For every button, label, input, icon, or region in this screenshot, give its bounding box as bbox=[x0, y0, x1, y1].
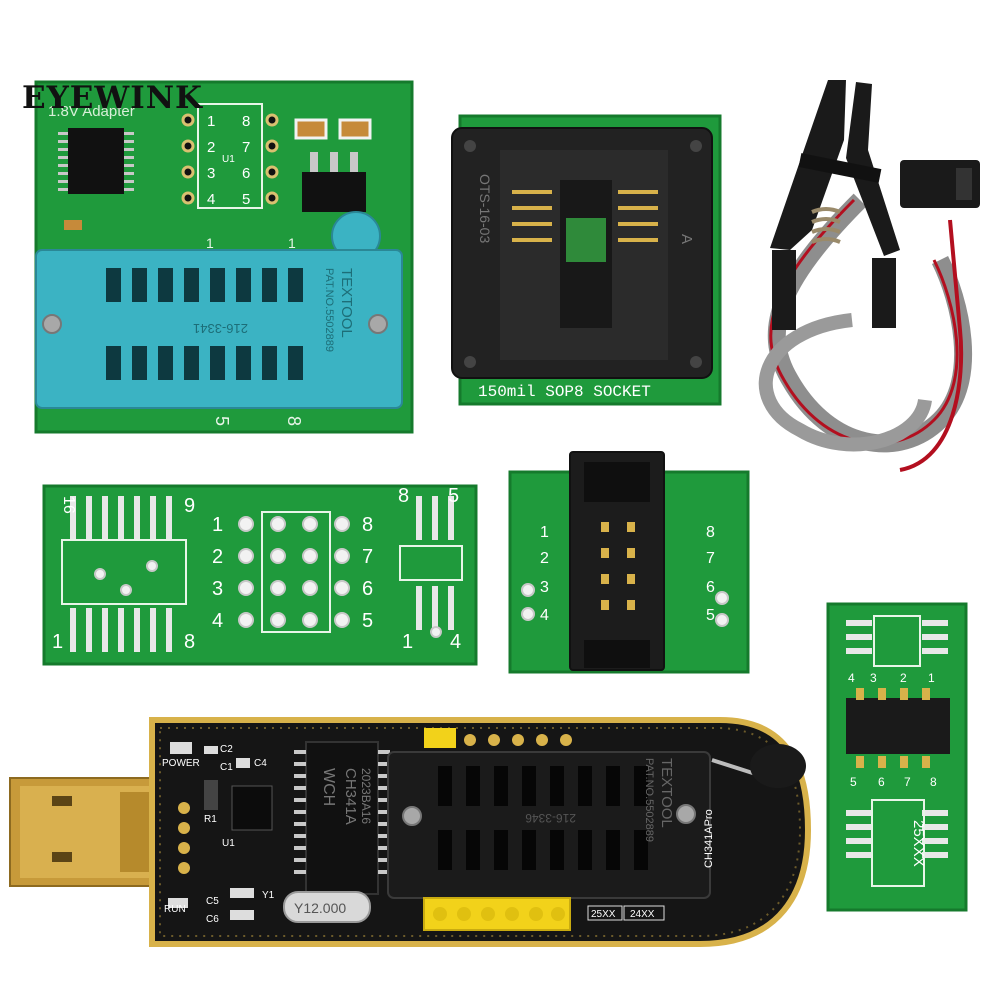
pin-label: 5 bbox=[850, 775, 857, 789]
pin-label: 2 bbox=[212, 546, 223, 568]
adapter-chip-mark: U1 bbox=[222, 154, 235, 165]
mode-24xx-label: 24XX bbox=[630, 909, 655, 920]
universal-adapter-board: 1 2 3 4 8 7 6 5 9 8 8 5 1 4 16 1 bbox=[42, 484, 478, 666]
sop8-side-mark: A bbox=[678, 234, 695, 244]
crystal bbox=[283, 891, 371, 923]
adapter-pin-label: 8 bbox=[242, 113, 250, 130]
svg-text:TEXTOOL: TEXTOOL bbox=[658, 758, 675, 828]
crystal-label: Y12.000 bbox=[294, 900, 346, 916]
svg-text:C2: C2 bbox=[220, 744, 233, 755]
power-led-label: POWER bbox=[162, 758, 200, 769]
adapter-pin-label: 2 bbox=[207, 139, 215, 156]
svg-text:216-3346: 216-3346 bbox=[525, 811, 576, 825]
run-led-label: RUN bbox=[164, 904, 186, 915]
zif-lever-knob[interactable] bbox=[750, 744, 806, 788]
svg-text:8: 8 bbox=[184, 631, 195, 653]
soic-test-clip bbox=[758, 80, 980, 472]
chip-logo: WCH bbox=[320, 768, 337, 806]
zif-screw-icon bbox=[676, 804, 696, 824]
pin-label: 6 bbox=[706, 579, 715, 596]
adapter-pin-label: 1 bbox=[207, 113, 215, 130]
sop8-socket-label: 150mil SOP8 SOCKET bbox=[478, 383, 651, 401]
adapter-soic-chip bbox=[68, 128, 124, 194]
zif-screw-icon bbox=[42, 314, 62, 334]
pin-label: 4 bbox=[848, 671, 855, 685]
pin-label: 3 bbox=[870, 671, 877, 685]
adapter-pin-label: 7 bbox=[242, 139, 250, 156]
svg-text:5: 5 bbox=[448, 485, 459, 507]
sop8-window bbox=[566, 218, 606, 262]
adapter-pin-label: 5 bbox=[242, 191, 250, 208]
svg-text:8: 8 bbox=[284, 416, 304, 426]
pin-label: 8 bbox=[706, 524, 715, 541]
pin-label: 7 bbox=[904, 775, 911, 789]
pin-label: 7 bbox=[706, 550, 715, 567]
pin-label: 3 bbox=[212, 578, 223, 600]
pin-label: 3 bbox=[540, 579, 549, 596]
pin-label: 4 bbox=[212, 610, 223, 632]
zif-patent: PAT.NO.5502889 bbox=[323, 268, 335, 352]
pin-label: 8 bbox=[362, 514, 373, 536]
zif-screw-icon bbox=[402, 806, 422, 826]
pin-label: 1 bbox=[928, 671, 935, 685]
svg-text:Y1: Y1 bbox=[262, 890, 275, 901]
zif-model: 216-3341 bbox=[193, 321, 248, 336]
svg-text:C1: C1 bbox=[220, 762, 233, 773]
svg-text:16: 16 bbox=[60, 496, 77, 514]
pin-label: 4 bbox=[540, 607, 549, 624]
25xxx-label: 25XXX bbox=[910, 820, 927, 867]
brand-watermark: EYEWINK bbox=[22, 80, 203, 116]
svg-text:1: 1 bbox=[206, 235, 214, 251]
zif-brand: TEXTOOL bbox=[338, 268, 355, 338]
header-adapter-board: 1 2 3 4 8 7 6 5 bbox=[508, 451, 750, 674]
svg-text:U1: U1 bbox=[222, 838, 235, 849]
model-label: CH341APro bbox=[703, 809, 715, 868]
sop8-side-code: OTS-16-03 bbox=[477, 174, 493, 243]
pin-label: 2 bbox=[900, 671, 907, 685]
adapter-pin-label: 4 bbox=[207, 191, 215, 208]
svg-text:1: 1 bbox=[288, 235, 296, 251]
pin-label: 6 bbox=[362, 578, 373, 600]
chip-code: 2023BA16 bbox=[359, 768, 373, 824]
yellow-pin-header bbox=[423, 897, 571, 931]
mode-25xx-label: 25XX bbox=[591, 909, 616, 920]
svg-text:4: 4 bbox=[450, 631, 461, 653]
svg-text:8: 8 bbox=[398, 485, 409, 507]
svg-text:R1: R1 bbox=[204, 814, 217, 825]
chip-name: CH341A bbox=[342, 768, 359, 825]
pin-label: 2 bbox=[540, 550, 549, 567]
pin-header bbox=[846, 698, 950, 754]
25xx-adapter-board: 4 3 2 1 5 6 7 8 25XXX bbox=[826, 602, 968, 912]
sop8-socket-board: OTS-16-03 A 150mil SOP8 SOCKET bbox=[451, 114, 722, 406]
pin-label: 8 bbox=[930, 775, 937, 789]
ch341a-programmer: POWER C2 C1 C4 R1 U1 RUN C5 C6 Y1 WCH CH… bbox=[9, 717, 812, 947]
svg-text:PAT.NO.5502889: PAT.NO.5502889 bbox=[643, 758, 655, 842]
adapter-18v-board: 1.8V Adapter 1 2 3 4 8 7 6 5 U1 bbox=[34, 80, 414, 434]
pin-label: 1 bbox=[540, 524, 549, 541]
zif-screw-icon bbox=[368, 314, 388, 334]
pin-label: 6 bbox=[878, 775, 885, 789]
svg-text:1: 1 bbox=[52, 631, 63, 653]
svg-text:9: 9 bbox=[184, 495, 195, 517]
pin-label: 1 bbox=[212, 514, 223, 536]
adapter-pin-label: 3 bbox=[207, 165, 215, 182]
svg-text:5: 5 bbox=[212, 416, 232, 426]
box-header-connector[interactable] bbox=[569, 451, 665, 671]
adapter-pin-label: 6 bbox=[242, 165, 250, 182]
pin-label: 5 bbox=[362, 610, 373, 632]
programmer-zif-socket: 216-3346 TEXTOOL PAT.NO.5502889 bbox=[387, 751, 711, 899]
svg-text:C4: C4 bbox=[254, 758, 267, 769]
pin-label: 7 bbox=[362, 546, 373, 568]
svg-text:C5: C5 bbox=[206, 896, 219, 907]
svg-text:1: 1 bbox=[402, 631, 413, 653]
adapter-18v-label: 1.8V Adapter bbox=[48, 103, 135, 120]
svg-text:C6: C6 bbox=[206, 914, 219, 925]
adapter-zif-socket: 216-3341 TEXTOOL PAT.NO.5502889 bbox=[35, 249, 403, 409]
pin-label: 5 bbox=[706, 607, 715, 624]
